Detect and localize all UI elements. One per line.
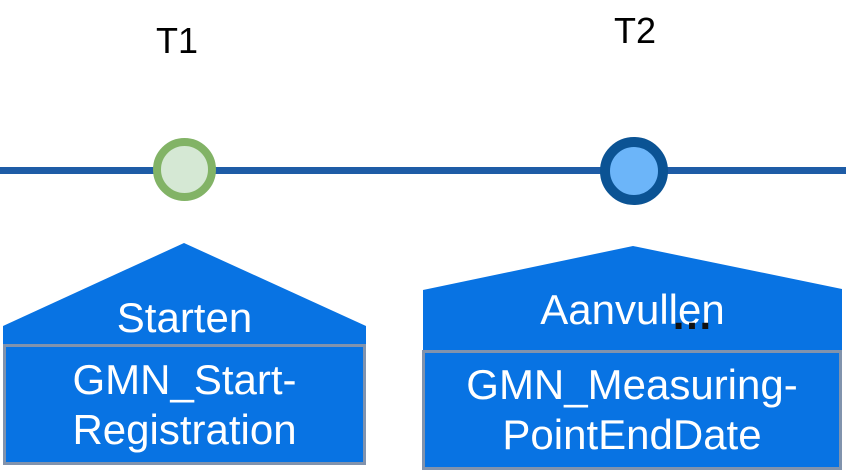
- callout-pointer-t2: Aanvullen …: [423, 246, 842, 350]
- message-line-1: GMN_Measuring-: [466, 361, 798, 408]
- action-label-t1: Starten: [116, 294, 253, 341]
- action-label-t2: Aanvullen: [540, 286, 725, 333]
- message-line-1: GMN_Start-: [72, 355, 297, 403]
- timeline-line: [0, 167, 846, 174]
- message-line-2: Registration: [72, 405, 297, 453]
- message-box-t1: GMN_Start- Registration: [3, 344, 366, 465]
- message-box-t2: GMN_Measuring- PointEndDate: [422, 350, 842, 470]
- callout-pointer-t1: Starten: [3, 243, 366, 345]
- ellipsis-text: …: [671, 291, 714, 338]
- message-line-2: PointEndDate: [502, 411, 762, 458]
- time-label-t2: T2: [613, 10, 657, 51]
- milestone-marker-t2: [600, 137, 668, 205]
- milestone-marker-t1: [153, 138, 216, 201]
- time-label-t1: T1: [155, 20, 199, 61]
